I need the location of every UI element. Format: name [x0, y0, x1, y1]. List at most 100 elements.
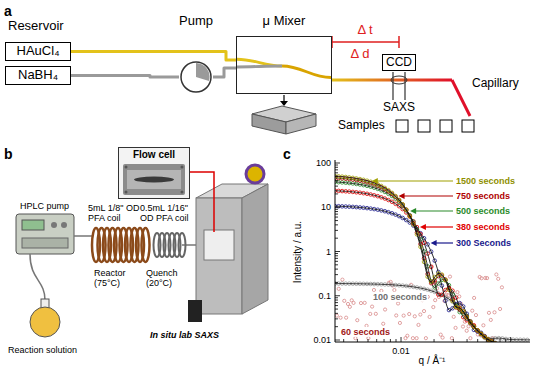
tick-label: 1 — [326, 247, 331, 257]
data-point — [473, 296, 476, 299]
pump-body — [181, 62, 211, 92]
axis-tick — [335, 258, 338, 259]
detector — [246, 165, 264, 183]
data-point — [465, 329, 468, 332]
data-point — [371, 305, 374, 308]
pump-symbol: Pump — [179, 14, 213, 94]
xray-source — [188, 300, 202, 322]
mixer-channel — [237, 65, 282, 69]
data-point — [456, 291, 459, 294]
capillary-line — [332, 79, 452, 82]
time-delay-label: Δ t — [357, 23, 372, 38]
data-point — [500, 286, 503, 289]
axis-tick — [357, 339, 358, 342]
mixer-channel — [237, 59, 282, 66]
node-text: HAuCl₄ — [17, 44, 60, 59]
data-point — [337, 287, 340, 290]
sample-vial — [396, 120, 408, 132]
cell-plate — [127, 170, 181, 189]
pump-button — [61, 222, 67, 228]
data-point — [396, 302, 399, 305]
mixer-channels — [237, 37, 331, 93]
axis-tick — [335, 167, 338, 168]
axis-tick — [335, 253, 338, 254]
tick-label: 0.01 — [313, 335, 331, 345]
data-point — [359, 301, 362, 304]
axis-tick — [335, 295, 340, 296]
axis-tick — [335, 309, 338, 310]
cell-screw — [181, 166, 184, 169]
axis-tick — [396, 339, 397, 342]
axis-tick — [477, 339, 478, 342]
data-point — [352, 301, 355, 304]
series-annotation: 60 seconds — [340, 327, 391, 337]
axis-tick — [376, 339, 377, 342]
sample-vial — [462, 120, 474, 132]
node-text: Flow cell — [133, 149, 175, 161]
tubing — [30, 254, 45, 300]
axis-tick — [335, 176, 338, 177]
annotation-arrow — [403, 195, 453, 196]
tick-label: 0.01 — [392, 346, 410, 356]
instrument-label: In situ lab SAXS — [150, 330, 219, 340]
panel-letter: c — [283, 146, 291, 162]
axis-title: q / Å⁻¹ — [419, 355, 446, 367]
data-point — [415, 337, 418, 340]
pump-panel — [22, 238, 68, 248]
data-point — [341, 278, 344, 281]
node-text: NaBH₄ — [18, 68, 58, 83]
axis-tick — [467, 339, 468, 342]
data-point — [497, 277, 500, 280]
data-point — [374, 312, 377, 315]
cell-screw — [181, 191, 184, 194]
tick-label: 100 — [316, 158, 331, 168]
axis-tick — [493, 339, 494, 342]
tick-label: 0.1 — [318, 291, 331, 301]
plot-area — [335, 174, 530, 342]
data-point — [452, 315, 455, 318]
quench-label: Quench (20°C) — [146, 268, 192, 289]
axis-tick — [335, 209, 338, 210]
data-point — [454, 326, 457, 329]
axis-tick — [335, 274, 338, 275]
axis-tick — [505, 339, 506, 342]
data-point — [356, 319, 359, 322]
data-point — [383, 308, 386, 311]
data-point — [495, 273, 498, 276]
hplc-pump — [16, 214, 74, 254]
data-point — [432, 305, 435, 308]
data-point — [417, 323, 420, 326]
mixer-chip — [286, 114, 316, 134]
axis-tick — [335, 180, 338, 181]
flow-line — [213, 68, 236, 77]
data-point — [489, 318, 492, 321]
cell-screw — [125, 166, 128, 169]
axis-tick — [335, 211, 338, 212]
series-annotation: 100 seconds — [372, 292, 428, 302]
pump-label: HPLC pump — [20, 201, 69, 211]
axis-tick — [335, 300, 338, 301]
axis-tick — [335, 207, 340, 208]
panel-letter: a — [4, 3, 12, 19]
axis-tick — [335, 282, 338, 283]
flow-cell-photo — [123, 164, 185, 195]
reactor-label: Reactor (75°C) — [94, 268, 140, 289]
data-point — [487, 311, 490, 314]
reservoir-label: Reservoir — [8, 19, 64, 34]
axis-tick — [335, 326, 338, 327]
series-annotation: 500 seconds — [456, 206, 510, 216]
flask — [30, 307, 60, 337]
pointer-line — [190, 172, 214, 232]
coil-label: 5mL 1/8" OD PFA coil — [88, 203, 140, 224]
data-point — [345, 316, 348, 319]
data-point — [413, 315, 416, 318]
flask-label: Reaction solution — [8, 345, 77, 355]
mixer-chip — [252, 114, 286, 134]
axis-tick — [335, 186, 338, 187]
samples-label: Samples — [338, 119, 385, 133]
data-point — [485, 277, 488, 280]
data-point — [434, 299, 437, 302]
series-annotation: 750 seconds — [456, 191, 510, 201]
axis-tick — [335, 220, 338, 221]
axis-tick — [335, 165, 338, 166]
